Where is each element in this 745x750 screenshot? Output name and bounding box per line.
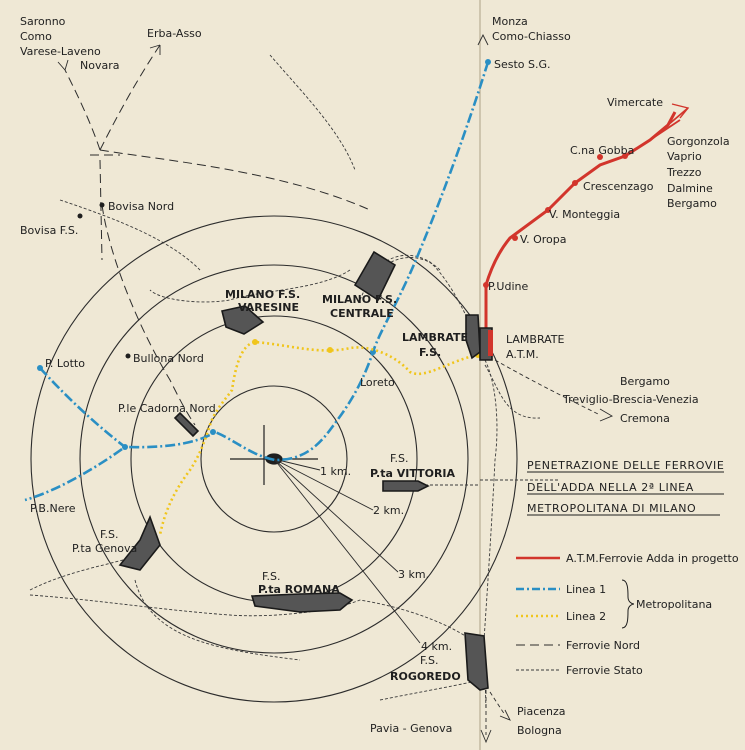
legend: A.T.M.Ferrovie Adda in progetto Linea 1 … bbox=[516, 552, 739, 677]
dir-bergamo: Bergamo bbox=[620, 375, 670, 388]
label-rogoredo-2: ROGOREDO bbox=[390, 670, 461, 683]
ring-1km bbox=[200, 385, 348, 533]
atm-adda-stops bbox=[483, 153, 628, 288]
atm-adda-branch bbox=[649, 107, 689, 141]
stop-gorgonzola: Gorgonzola bbox=[667, 135, 730, 148]
legend-linea2: Linea 2 bbox=[566, 610, 606, 623]
place-bovisa-fs: Bovisa F.S. bbox=[20, 224, 78, 237]
label-romana-2: P.ta ROMANA bbox=[258, 583, 340, 596]
ring-label-1km: 1 km. bbox=[320, 465, 351, 478]
atm-adda-arrow bbox=[671, 103, 690, 119]
stop-oropa: V. Oropa bbox=[520, 233, 567, 246]
title-line-2: DELL'ADDA NELLA 2ª LINEA bbox=[527, 481, 694, 494]
label-centrale-2: CENTRALE bbox=[330, 307, 394, 320]
label-lambrate-fs-2: F.S. bbox=[419, 346, 441, 359]
place-sesto: Sesto S.G. bbox=[494, 58, 551, 71]
station-varesine bbox=[221, 305, 265, 335]
stop-udine: P.Udine bbox=[488, 280, 528, 293]
dir-monza: Monza bbox=[492, 15, 528, 28]
ring-label-2km: 2 km. bbox=[373, 504, 404, 517]
arrow-heads bbox=[57, 33, 614, 744]
station-centrale bbox=[353, 250, 397, 302]
lambrate-atm-hatch bbox=[488, 330, 493, 356]
place-bullona: Bullona Nord bbox=[133, 352, 204, 365]
legend-red: A.T.M.Ferrovie Adda in progetto bbox=[566, 552, 739, 565]
linea-1-branch bbox=[39, 367, 126, 449]
stop-vimercate: Vimercate bbox=[607, 96, 663, 109]
dir-piacenza: Piacenza bbox=[517, 705, 566, 718]
stop-bergamo: Bergamo bbox=[667, 197, 717, 210]
ring-3km bbox=[79, 264, 469, 654]
place-cadorna: P.le Cadorna Nord bbox=[118, 402, 216, 415]
ferrovie-nord-lines bbox=[64, 44, 371, 426]
label-centrale-1: MILANO F.S. bbox=[322, 293, 397, 306]
stop-lambrate-atm: LAMBRATE bbox=[506, 333, 565, 346]
stop-vaprio: Vaprio bbox=[667, 150, 702, 163]
label-genova-1: F.S. bbox=[100, 528, 119, 541]
dir-chiasso: Como-Chiasso bbox=[492, 30, 571, 43]
label-rogoredo-1: F.S. bbox=[420, 654, 439, 667]
station-vittoria bbox=[382, 480, 430, 492]
label-romana-1: F.S. bbox=[262, 570, 281, 583]
label-lambrate-fs-1: LAMBRATE bbox=[402, 331, 468, 344]
legend-stato: Ferrovie Stato bbox=[566, 664, 643, 677]
dir-treviglio: Treviglio-Brescia-Venezia bbox=[562, 393, 699, 406]
legend-linea1: Linea 1 bbox=[566, 583, 606, 596]
ring-4km bbox=[30, 215, 518, 703]
stop-crescenzago: Crescenzago bbox=[583, 180, 654, 193]
ring-label-4km: 4 km. bbox=[421, 640, 452, 653]
station-cadorna bbox=[173, 411, 200, 438]
place-bovisa-nord: Bovisa Nord bbox=[108, 200, 174, 213]
linea-1-stops bbox=[37, 59, 491, 450]
dot-bullona bbox=[125, 353, 131, 359]
legend-nord: Ferrovie Nord bbox=[566, 639, 640, 652]
stop-gobba: C.na Gobba bbox=[570, 144, 634, 157]
label-genova-2: P.ta Genova bbox=[72, 542, 137, 555]
station-genova bbox=[118, 514, 161, 571]
station-lambrate-fs bbox=[465, 314, 481, 360]
label-vittoria-1: F.S. bbox=[390, 452, 409, 465]
dir-pavia: Pavia - Genova bbox=[370, 722, 452, 735]
stop-lambrate-atm-sub: A.T.M. bbox=[506, 348, 539, 361]
label-vittoria-2: P.ta VITTORIA bbox=[370, 467, 456, 480]
dir-erba: Erba-Asso bbox=[147, 27, 202, 40]
stop-monteggia: V. Monteggia bbox=[549, 208, 620, 221]
stop-dalmine: Dalmine bbox=[667, 182, 713, 195]
title-line-1: PENETRAZIONE DELLE FERROVIE bbox=[527, 459, 724, 472]
dot-bovisa-nord bbox=[99, 202, 105, 208]
title-line-3: METROPOLITANA DI MILANO bbox=[527, 502, 696, 515]
stop-trezzo: Trezzo bbox=[666, 166, 702, 179]
dir-cremona: Cremona bbox=[620, 412, 670, 425]
legend-brace bbox=[621, 579, 635, 629]
linea-2 bbox=[158, 340, 479, 536]
place-lotto: P. Lotto bbox=[45, 357, 85, 370]
dot-bovisa-fs bbox=[77, 213, 83, 219]
direction-arrows bbox=[485, 359, 601, 735]
dir-saronno: Saronno bbox=[20, 15, 66, 28]
linea-1 bbox=[24, 61, 490, 502]
dir-bologna: Bologna bbox=[517, 724, 562, 737]
place-loreto: Loreto bbox=[360, 376, 395, 389]
station-rogoredo bbox=[464, 632, 489, 691]
place-bnere: P.B.Nere bbox=[30, 502, 76, 515]
legend-metro: Metropolitana bbox=[636, 598, 712, 611]
dir-como: Como bbox=[20, 30, 52, 43]
ring-label-3km: 3 km. bbox=[398, 568, 429, 581]
dir-varese: Varese-Laveno bbox=[20, 45, 101, 58]
label-varesine-1: MILANO F.S. bbox=[225, 288, 300, 301]
station-romana bbox=[250, 592, 354, 613]
dir-novara: Novara bbox=[80, 59, 119, 72]
label-varesine-2: VARESINE bbox=[238, 301, 299, 314]
radius-lines bbox=[273, 458, 421, 644]
